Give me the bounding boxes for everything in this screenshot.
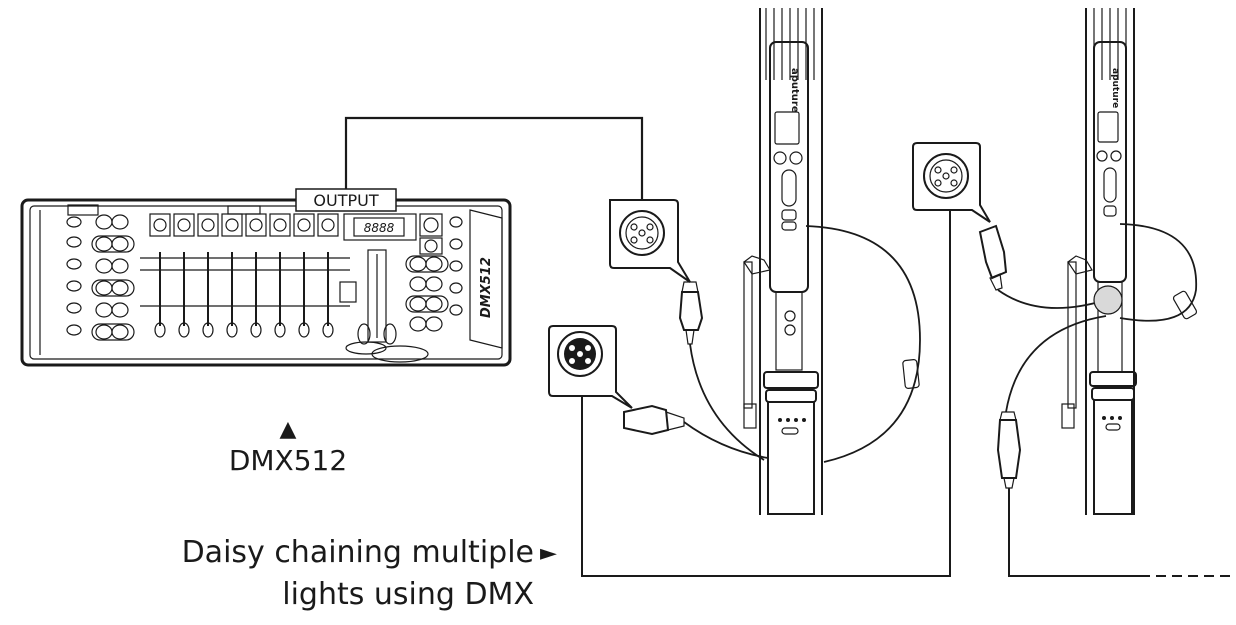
console-faders xyxy=(140,252,350,338)
output-label: OUTPUT xyxy=(313,191,378,210)
console-caption: DMX512 xyxy=(229,444,347,477)
light-1-brand: aputure xyxy=(789,68,800,113)
dmx-console-icon: 8888 xyxy=(20,198,512,367)
console-caption-arrow: ▲ xyxy=(280,417,297,442)
xlr-plug-2 xyxy=(623,404,685,436)
xlr-plug-4 xyxy=(996,411,1022,489)
xlr-male-connector-icon xyxy=(548,325,633,409)
xlr-plug-3 xyxy=(978,224,1008,291)
console-display-readout: 8888 xyxy=(364,221,395,235)
tube-light-1-icon: aputure xyxy=(743,8,823,515)
xlr-female-connector-icon xyxy=(609,199,691,283)
daisy-chain-caption-line2: lights using DMX xyxy=(282,577,534,612)
console-scene-buttons xyxy=(149,205,339,237)
xlr-female-connector-icon-2 xyxy=(912,142,991,223)
console-brand-label: DMX512 xyxy=(479,257,494,318)
console-knobs-left xyxy=(66,204,99,336)
light-2-brand: aputure xyxy=(1110,68,1120,108)
dmx-output-cable xyxy=(344,116,644,200)
xlr-plug-1 xyxy=(678,281,704,345)
console-display xyxy=(343,213,417,241)
daisy-chain-caption-line1: Daisy chaining multiple xyxy=(182,535,534,570)
console-buttons-right xyxy=(405,213,463,332)
daisy-chain-arrow: ► xyxy=(540,541,557,566)
tube-light-2-icon: aputure xyxy=(1061,8,1137,515)
console-master-section xyxy=(339,249,429,363)
console-buttons-pairs xyxy=(91,214,135,341)
dmx-cables xyxy=(581,210,1230,577)
